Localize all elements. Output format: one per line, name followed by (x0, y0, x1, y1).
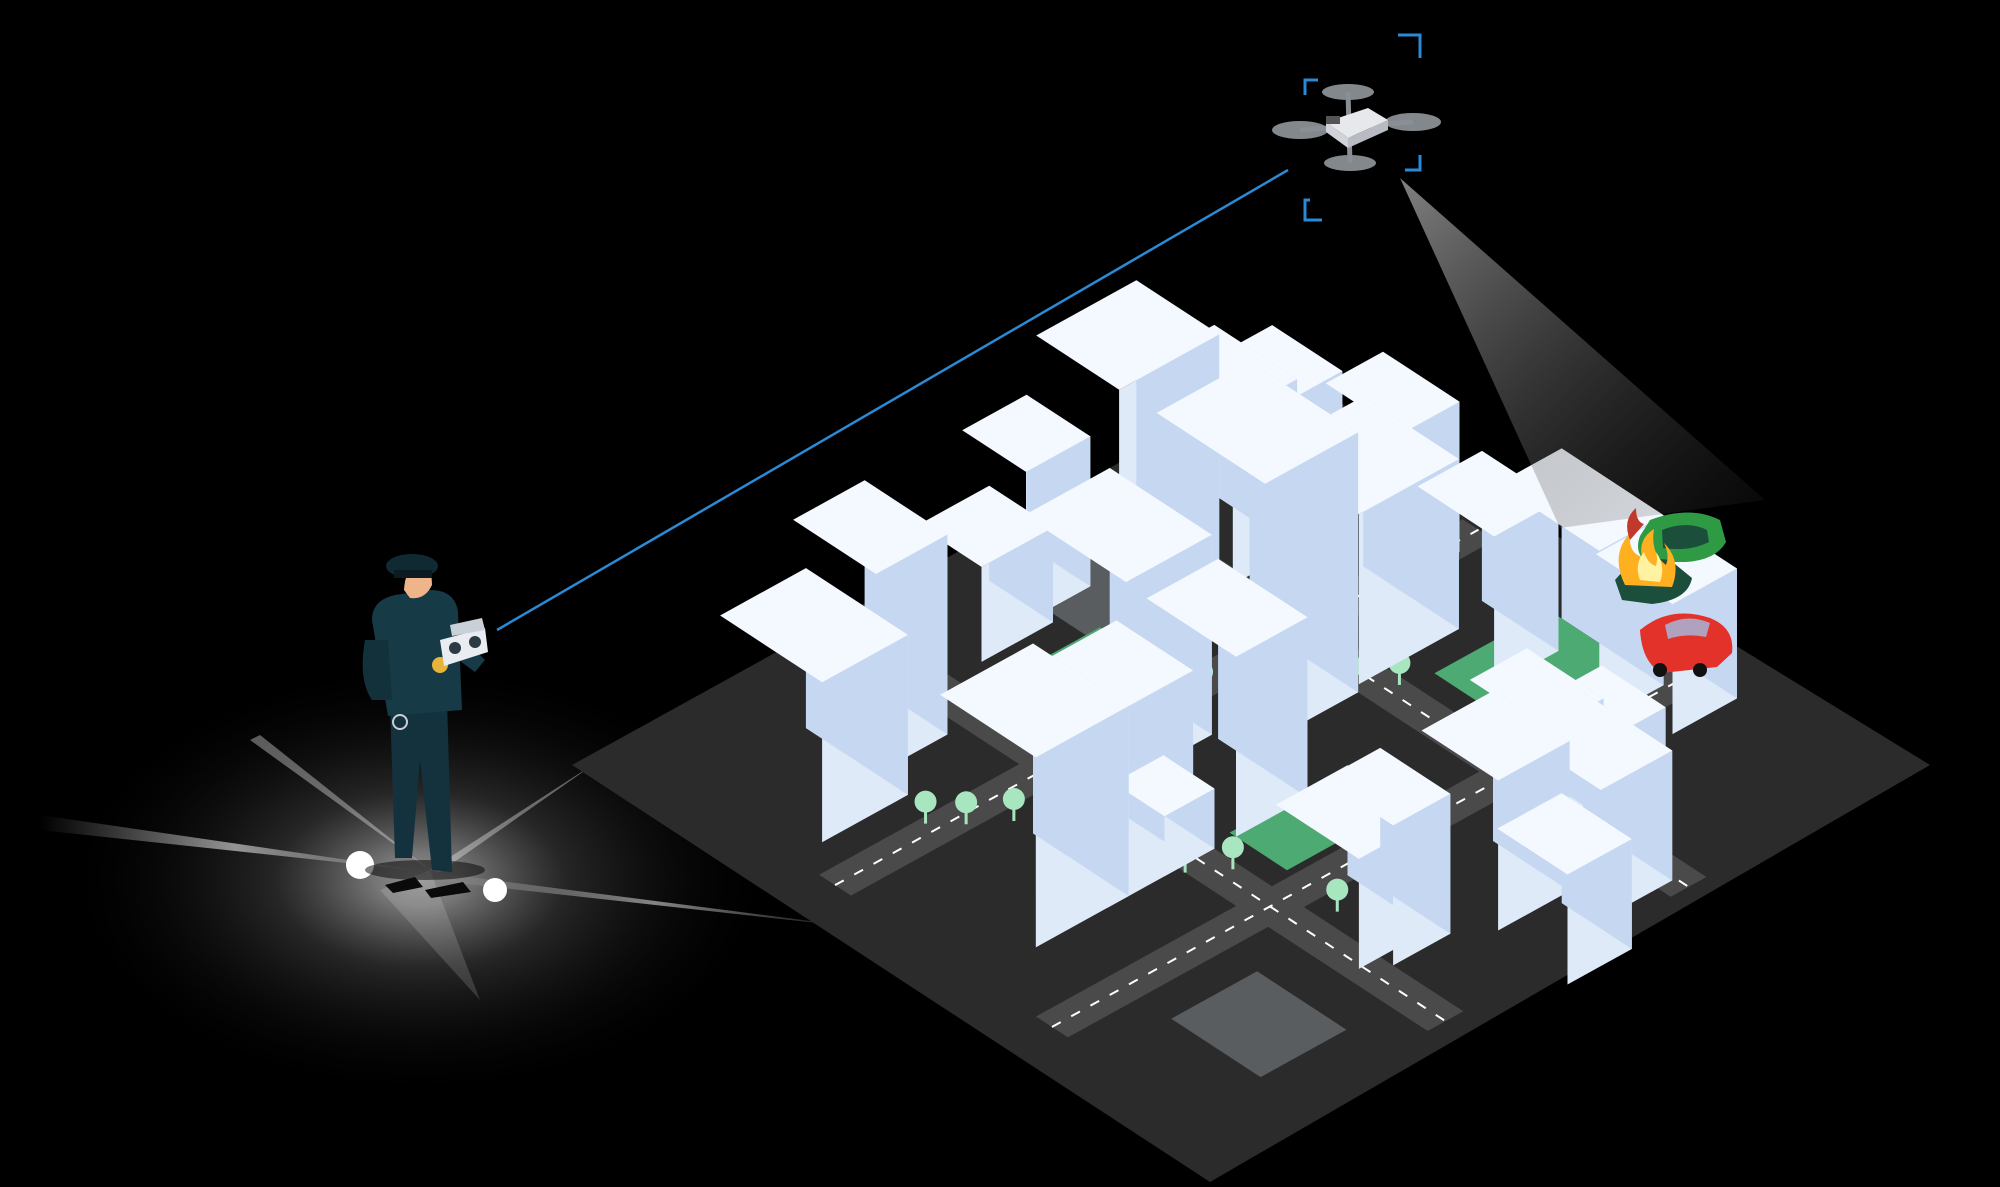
tree (1002, 787, 1025, 821)
fire-icon (1618, 508, 1676, 587)
remote-controller-icon (440, 618, 488, 666)
building-top-face (1421, 691, 1570, 781)
building-top-face (1323, 747, 1451, 826)
building-top-face (1511, 692, 1673, 790)
drone-camera-beam (1400, 178, 1765, 528)
building (1113, 755, 1215, 877)
building-top-face (917, 485, 1053, 567)
building-top-face (1417, 450, 1559, 537)
building-top-face (962, 394, 1091, 472)
building-top-face (1497, 793, 1632, 875)
building-top-face (793, 480, 948, 574)
buildings (720, 280, 1737, 985)
building (1263, 396, 1459, 685)
tree (1221, 836, 1244, 870)
parking-lot (1171, 971, 1347, 1078)
building-top-face (1325, 351, 1460, 434)
building-top-face (1156, 361, 1359, 484)
building-top-face (940, 643, 1129, 758)
building-top-face (1113, 755, 1215, 817)
police-officer-icon (362, 554, 488, 898)
building-top-face (1023, 468, 1212, 583)
building (1146, 558, 1308, 837)
drone-icon (1272, 84, 1441, 171)
control-link-line (496, 168, 1289, 632)
building-top-face (720, 568, 908, 683)
building-top-face (1146, 558, 1308, 657)
building (720, 568, 908, 843)
tree (955, 791, 978, 825)
building (1497, 793, 1632, 985)
drone-target-frame (1303, 33, 1422, 222)
tree (1326, 878, 1349, 912)
building (940, 643, 1129, 948)
building-top-face (1036, 280, 1220, 390)
building (1323, 747, 1451, 966)
tree (914, 790, 937, 824)
